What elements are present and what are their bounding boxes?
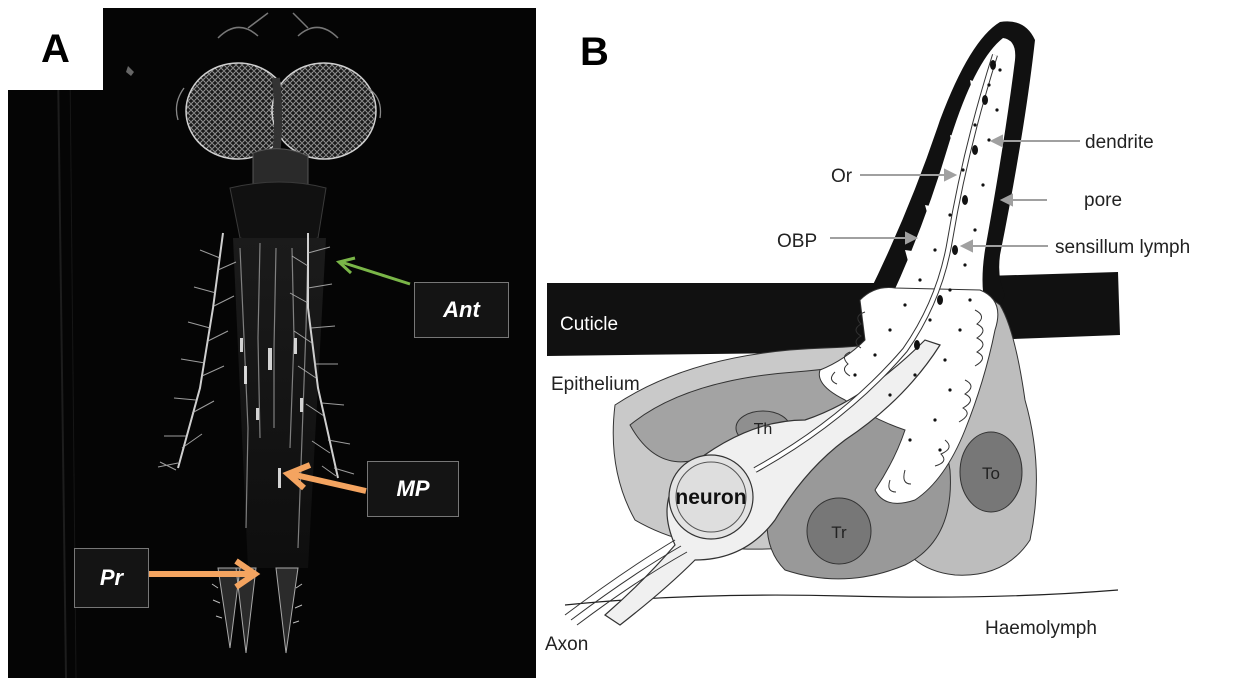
dendrite-label: dendrite (1085, 132, 1154, 153)
sensillum-lymph-label: sensillum lymph (1055, 237, 1190, 258)
to-label: To (982, 464, 1000, 483)
antenna-left (178, 233, 223, 468)
cuticle-label: Cuticle (560, 314, 618, 335)
or-label: Or (831, 166, 853, 187)
panel-a-letter: A (8, 8, 103, 90)
mp-label: MP (367, 461, 459, 517)
th-label: Th (754, 421, 773, 438)
compound-eye-right (272, 63, 376, 159)
pr-arrow (148, 561, 255, 587)
ant-label: Ant (414, 282, 509, 338)
mp-arrow (288, 465, 366, 491)
ant-arrow (339, 258, 410, 284)
sensillum-diagram: dendrite Or pore OBP sensillum lymph Cut… (545, 0, 1235, 681)
obp-label: OBP (777, 231, 817, 252)
pore-label: pore (1084, 190, 1122, 211)
neuron-label: neuron (675, 486, 746, 509)
epithelium-label: Epithelium (551, 374, 640, 395)
haemolymph-label: Haemolymph (985, 618, 1097, 639)
panel-b-diagram: B (545, 0, 1235, 681)
tr-label: Tr (831, 523, 847, 542)
axon-label: Axon (545, 634, 588, 655)
pr-label: Pr (74, 548, 149, 608)
